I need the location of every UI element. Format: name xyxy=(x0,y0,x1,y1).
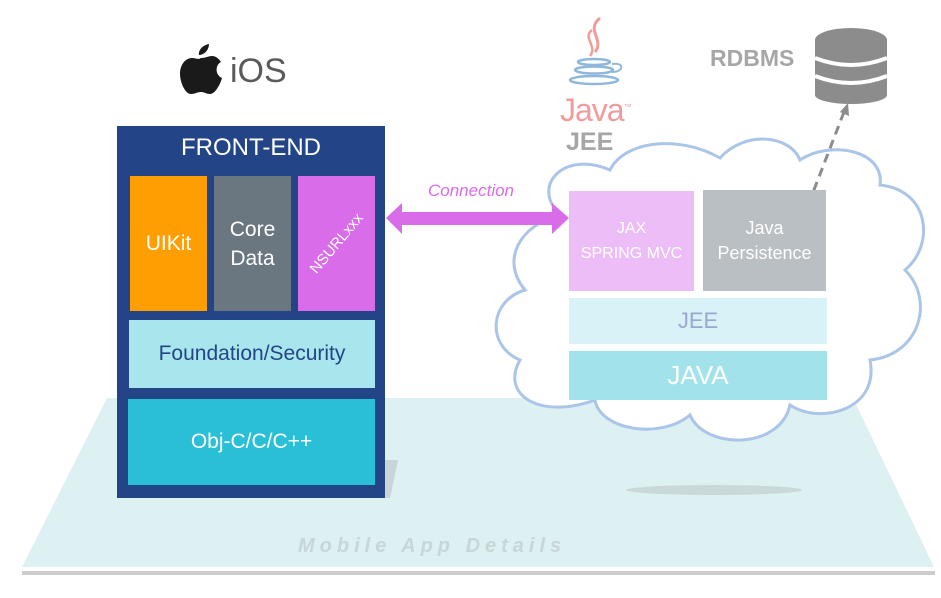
java-layer-label: JAVA xyxy=(667,360,729,390)
core-data-label-1: Core xyxy=(229,217,276,241)
jax-spring-block: JAX SPRING MVC xyxy=(569,191,694,291)
ios-label: iOS xyxy=(230,51,287,90)
jee-platform-label: JEE xyxy=(566,128,614,156)
cloud-shadow xyxy=(626,485,802,495)
front-end-title: FRONT-END xyxy=(181,134,321,161)
database-icon xyxy=(814,28,888,104)
connection-arrow xyxy=(386,203,569,234)
jax-label: JAX xyxy=(616,220,647,237)
java-cup-icon xyxy=(568,16,623,86)
jee-layer-block: JEE xyxy=(569,298,827,344)
persistence-label-1: Java xyxy=(745,217,784,238)
uikit-label: UIKit xyxy=(145,231,192,255)
rdbms-label: RDBMS xyxy=(710,45,795,71)
platform-label: Mobile App Details xyxy=(298,535,567,557)
persistence-label-2: Persistence xyxy=(717,242,812,263)
jee-layer-label: JEE xyxy=(677,308,719,333)
ios-logo: iOS xyxy=(180,44,287,98)
foundation-security-block: Foundation/Security xyxy=(129,320,375,388)
objc-label: Obj-C/C/C++ xyxy=(190,430,313,453)
spring-mvc-label: SPRING MVC xyxy=(580,245,683,262)
nsurl-label: NSURLxxx xyxy=(306,209,367,278)
uikit-block: UIKit xyxy=(130,176,207,311)
connection-label: Connection xyxy=(428,181,515,200)
platform-shadow xyxy=(22,571,935,575)
objc-block: Obj-C/C/C++ xyxy=(128,399,375,485)
foundation-label: Foundation/Security xyxy=(158,342,346,365)
apple-icon xyxy=(180,44,222,94)
java-logo-text: Java™ xyxy=(560,92,632,128)
java-layer-block: JAVA xyxy=(569,351,827,400)
core-data-label-2: Data xyxy=(230,246,275,270)
front-end-shadow xyxy=(385,460,398,498)
nsurl-block: NSURLxxx xyxy=(298,176,375,311)
